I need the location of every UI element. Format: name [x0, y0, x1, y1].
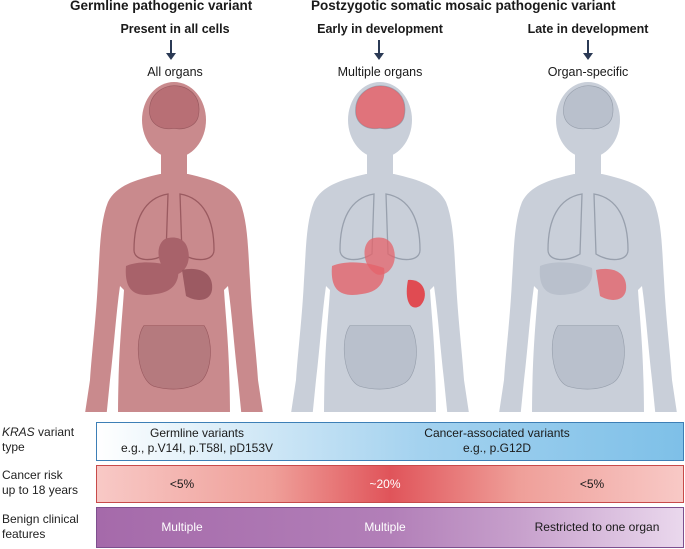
row-label-line1: Cancer risk — [2, 468, 63, 482]
body-figures — [84, 82, 678, 412]
down-arrow-icon — [166, 40, 176, 60]
variant-type-band: Germline variants e.g., p.V14I, p.T58I, … — [96, 422, 684, 461]
cancer-risk-early: ~20% — [369, 477, 401, 491]
benign-features-band: Multiple Multiple Restricted to one orga… — [96, 507, 684, 548]
row-label-variant: variant — [34, 425, 75, 439]
subtitle-late: Late in development — [527, 22, 649, 36]
cancer-variants-title: Cancer-associated variants — [424, 426, 570, 440]
cancer-risk-late: <5% — [579, 477, 605, 491]
germline-variants-examples: e.g., p.V14I, p.T58I, pD153V — [120, 441, 274, 455]
row-label-line1: Benign clinical — [2, 512, 79, 526]
row-label-benign-features: Benign clinical features — [2, 512, 79, 542]
cancer-variants-examples: e.g., p.G12D — [462, 441, 532, 455]
row-label-gene: KRAS — [2, 425, 35, 439]
germline-header: Germline pathogenic variant — [70, 0, 253, 13]
down-arrow-icon — [374, 40, 384, 60]
row-label-line2: features — [2, 527, 46, 541]
germline-variants-title: Germline variants — [149, 426, 245, 440]
benign-early: Multiple — [364, 520, 406, 534]
down-arrow-icon — [583, 40, 593, 60]
subtitle-germline: Present in all cells — [120, 22, 230, 36]
organs-label-multiple: Multiple organs — [337, 65, 423, 79]
row-label-line2: up to 18 years — [2, 483, 79, 497]
row-label-cancer-risk: Cancer risk up to 18 years — [2, 468, 78, 498]
cancer-risk-band: <5% ~20% <5% — [96, 465, 684, 503]
mosaic-header: Postzygotic somatic mosaic pathogenic va… — [311, 0, 616, 13]
row-label-type: type — [2, 440, 25, 454]
organs-label-specific: Organ-specific — [547, 65, 629, 79]
benign-late: Restricted to one organ — [534, 520, 660, 534]
benign-germline: Multiple — [161, 520, 203, 534]
subtitle-early: Early in development — [317, 22, 443, 36]
organs-label-all: All organs — [147, 65, 203, 79]
row-label-variant-type: KRAS variant type — [2, 425, 74, 455]
cancer-risk-germline: <5% — [169, 477, 195, 491]
